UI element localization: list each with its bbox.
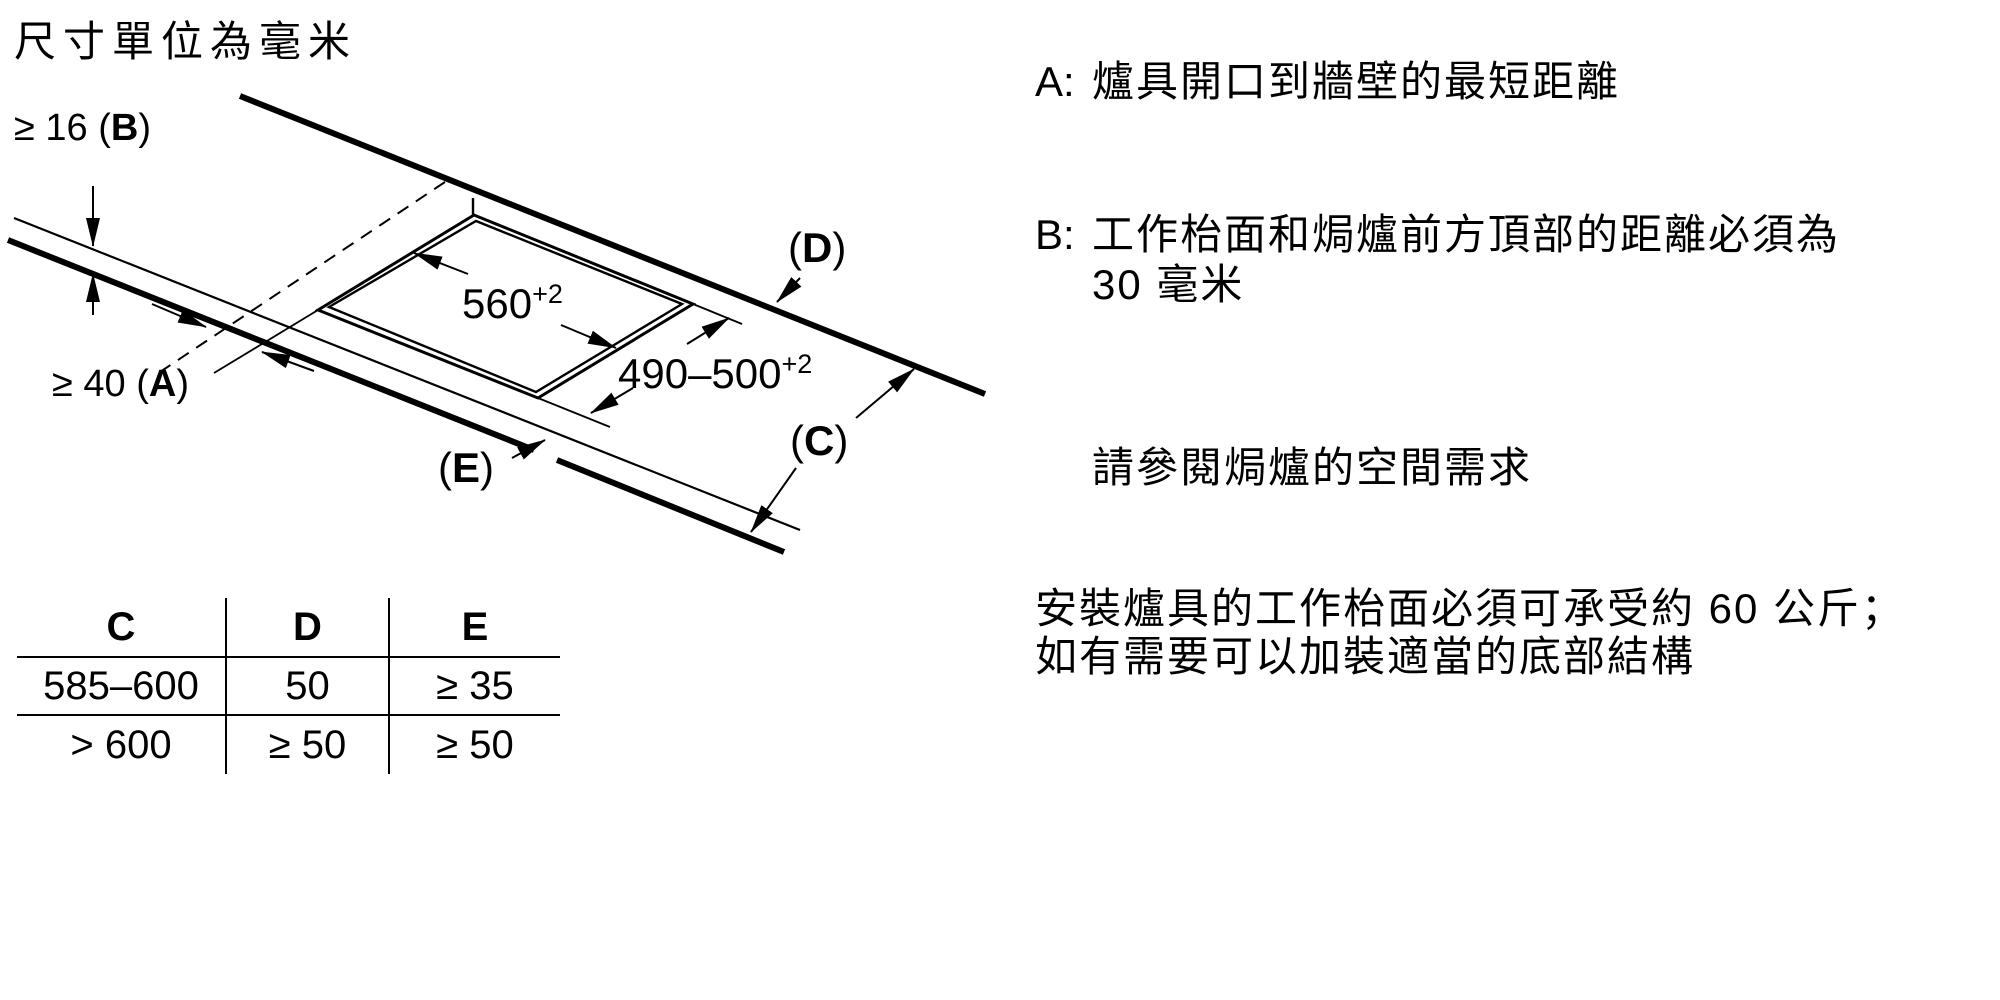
countertop-front-edge-bottom-left (6, 237, 536, 453)
table-cell: ≥ 35 (390, 656, 560, 714)
label-c-arrow-front (750, 467, 797, 533)
note-a-text: 爐具開口到牆壁的最短距離 (1092, 58, 1621, 105)
label-d: (D) (788, 224, 846, 271)
note-load: 安裝爐具的工作枱面必須可承受約 60 公斤； 如有需要可以加裝適當的底部結構 (1035, 585, 1905, 681)
label-d-arrow (776, 276, 802, 303)
dim-depth-extension-bottom (537, 397, 611, 428)
note-b: B: 工作枱面和焗爐前方頂部的距離必須為 30 毫米 (1035, 210, 1840, 310)
label-c-arrow-back (855, 368, 915, 419)
cutout-left-extension-line (213, 309, 319, 374)
table-cell: ≥ 50 (227, 714, 390, 774)
countertop-front-edge-bottom-right (555, 457, 786, 555)
dim-a-arrow-left (151, 303, 207, 328)
countertop-front-edge-top (13, 216, 801, 532)
table-cell: > 600 (17, 714, 227, 774)
table-cell: ≥ 50 (390, 714, 560, 774)
dim-width-arrow-left (413, 252, 469, 275)
table-cell: 585–600 (17, 656, 227, 714)
label-c: (C) (790, 417, 848, 464)
dim-a-arrow-right (261, 351, 315, 372)
dim-depth-extension-top (692, 303, 743, 325)
table-header-c: C (17, 598, 227, 656)
table-header-e: E (461, 604, 489, 649)
dim-depth-arrow-bottom (590, 387, 634, 414)
label-e-arrow (511, 439, 546, 460)
label-e: (E) (438, 444, 494, 491)
dim-depth-arrow-top (686, 317, 730, 345)
dim-width-arrow-right (560, 324, 617, 349)
note-load-line2: 如有需要可以加裝適當的底部結構 (1035, 633, 1696, 680)
page-title: 尺寸單位為毫米 (14, 18, 358, 65)
table-cell: 50 (227, 656, 390, 714)
note-oven-space: 請參閱焗爐的空間需求 (1092, 444, 1533, 491)
note-b-label: B: (1035, 211, 1075, 258)
note-a-label: A: (1035, 58, 1075, 105)
note-a: A: 爐具開口到牆壁的最短距離 (1035, 57, 1620, 107)
spec-table: C D E 585–600 50 ≥ 35 > 600 ≥ 50 ≥ 50 (17, 598, 560, 774)
wall-line (238, 93, 987, 397)
note-load-line1: 安裝爐具的工作枱面必須可承受約 60 公斤； (1035, 585, 1906, 632)
installation-diagram: ≥ 16 (B) ≥ 40 (A) 560+2 490–500+2 (D) (C… (6, 93, 987, 555)
dim-a-label: ≥ 40 (A) (52, 363, 189, 405)
dim-b-label: ≥ 16 (B) (14, 107, 151, 149)
table-header-d: D (227, 598, 390, 656)
note-b-text-line2: 30 毫米 (1092, 261, 1245, 308)
cutout-inner-outline (326, 219, 685, 394)
cutout-width-label: 560+2 (462, 279, 563, 327)
cutout-depth-label: 490–500+2 (618, 349, 812, 397)
note-b-text-line1: 工作枱面和焗爐前方頂部的距離必須為 (1092, 211, 1841, 258)
